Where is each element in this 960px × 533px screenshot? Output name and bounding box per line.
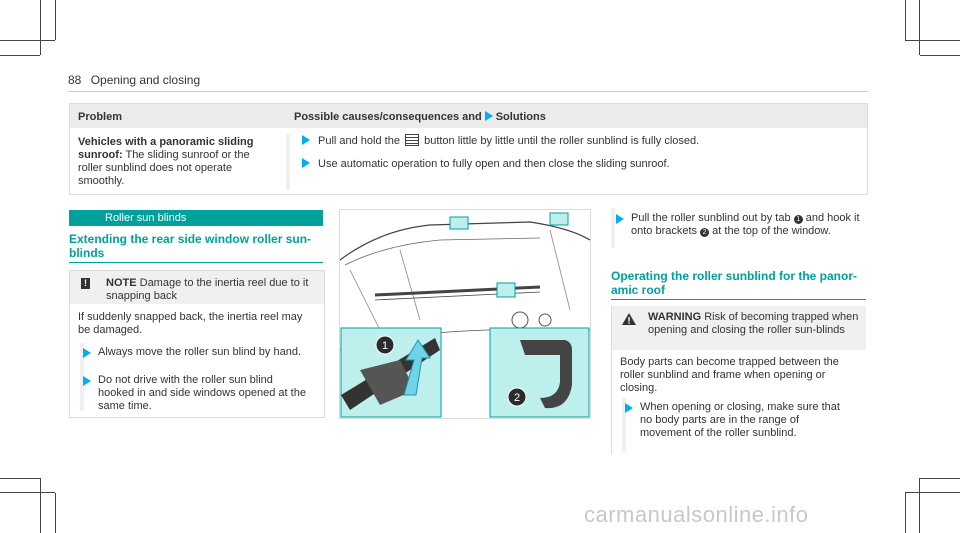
- callout-badge-2: [507, 387, 527, 407]
- crop-mark: [920, 55, 960, 56]
- crop-mark: [905, 492, 960, 493]
- table-header: Problem Possible causes/consequences and…: [70, 104, 867, 128]
- ref-badge-2: 2: [700, 228, 710, 237]
- callout-2: 2: [514, 392, 520, 404]
- subheading-rear-blinds: Extending the rear side window roller su…: [69, 232, 312, 260]
- crop-mark: [919, 478, 920, 533]
- arrow-right-icon: [83, 348, 91, 358]
- crop-mark: [919, 0, 920, 55]
- solution-step-2: Use automatic operation to fully open an…: [302, 158, 862, 171]
- car-window-diagram: 1 2: [340, 212, 590, 418]
- crop-mark: [905, 0, 906, 40]
- arrow-right-icon: [302, 135, 310, 145]
- note-label: NOTE: [106, 277, 137, 289]
- col-problem: Problem: [78, 111, 123, 123]
- problem-table: Problem Possible causes/consequences and…: [69, 103, 868, 195]
- warning-box: WARNING Risk of becoming trapped when op…: [611, 306, 866, 454]
- arrow-right-icon: [302, 158, 310, 168]
- warning-label: WARNING: [648, 311, 702, 323]
- crop-mark: [0, 492, 55, 493]
- note-box: ! NOTE Damage to the inertia reel due to…: [69, 270, 325, 418]
- roller-blind-illustration: 1 2: [339, 209, 591, 419]
- problem-cell: Vehicles with a panoramic sliding sunroo…: [78, 136, 254, 187]
- note-title: Damage to the inertia reel due to it sna…: [106, 277, 309, 302]
- crop-mark: [905, 493, 906, 533]
- crop-mark: [55, 0, 56, 40]
- crop-mark: [905, 40, 960, 41]
- warning-title: Risk of becoming trapped when opening an…: [648, 311, 859, 336]
- header-rule: [68, 91, 868, 92]
- crop-mark: [55, 493, 56, 533]
- step-gutter: [622, 398, 626, 452]
- sunblind-button-icon: [405, 134, 420, 146]
- arrow-right-icon: [484, 111, 493, 121]
- solution-step-1: Pull and hold the button little by littl…: [302, 134, 862, 148]
- crop-mark: [40, 478, 41, 533]
- step-gutter: [611, 208, 615, 248]
- warning-triangle-icon: [622, 313, 636, 325]
- table-row: Vehicles with a panoramic sliding sunroo…: [70, 128, 867, 194]
- callout-badge-1: [375, 335, 395, 355]
- page-number: 88: [68, 73, 82, 87]
- arrow-right-icon: [625, 403, 633, 413]
- warning-header: WARNING Risk of becoming trapped when op…: [612, 306, 866, 350]
- section-title: Roller sun blinds: [69, 210, 323, 226]
- watermark: carmanualsonline.info: [584, 502, 809, 527]
- crop-mark: [0, 478, 40, 479]
- note-body: If suddenly snapped back, the inertia re…: [78, 311, 303, 336]
- crop-mark: [40, 0, 41, 55]
- arrow-right-icon: [83, 376, 91, 386]
- callout-1: 1: [382, 340, 388, 352]
- step-gutter: [286, 134, 290, 190]
- section-name: Opening and closing: [90, 73, 201, 87]
- step-gutter: [80, 343, 84, 411]
- ref-badge-1: 1: [793, 215, 803, 224]
- warning-body: Body parts can become trapped between th…: [620, 356, 839, 394]
- subheading-panoramic: Operating the roller sunblind for the pa…: [611, 269, 858, 297]
- crop-mark: [920, 478, 960, 479]
- subheading-rule: [611, 299, 866, 300]
- subheading-rule: [69, 262, 323, 263]
- page-header: 88 Opening and closing: [68, 73, 200, 87]
- crop-mark: [0, 55, 40, 56]
- exclamation-icon: !: [81, 278, 90, 289]
- crop-mark: [0, 40, 55, 41]
- arrow-right-icon: [616, 214, 624, 224]
- note-header: ! NOTE Damage to the inertia reel due to…: [70, 271, 324, 304]
